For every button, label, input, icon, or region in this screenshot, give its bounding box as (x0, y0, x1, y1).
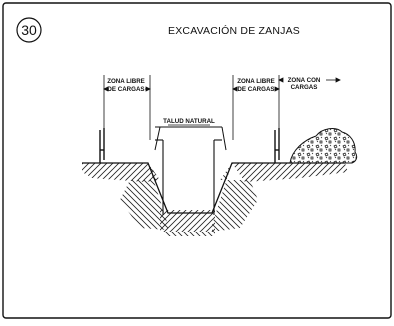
natural-slope-outline (154, 126, 227, 151)
ground-surface-line (82, 162, 345, 214)
dimension-lines (103, 75, 280, 140)
load-zone-label-line2: CARGAS (291, 84, 318, 91)
left-free-zone-label-line1: ZONA LIBRE (107, 78, 145, 85)
right-free-zone-label-line2: DE CARGAS (237, 86, 274, 93)
diagram-title: EXCAVACIÓN DE ZANJAS (168, 24, 300, 37)
load-zone-label-line1: ZONA CON (288, 77, 321, 84)
spoil-pile (289, 128, 358, 164)
left-barrier-post (99, 128, 105, 163)
ground-hatching (82, 163, 348, 236)
right-free-zone-label-line1: ZONA LIBRE (237, 78, 275, 85)
dimension-arrows (103, 77, 341, 92)
left-free-zone-label-line2: DE CARGAS (107, 86, 144, 93)
sheet-number: 30 (21, 22, 37, 38)
trench-shoring (155, 139, 222, 215)
sheet-number-circle (16, 17, 42, 43)
outer-frame (2, 2, 392, 319)
natural-slope-label: TALUD NATURAL (163, 118, 215, 125)
right-barrier-post (274, 128, 280, 163)
